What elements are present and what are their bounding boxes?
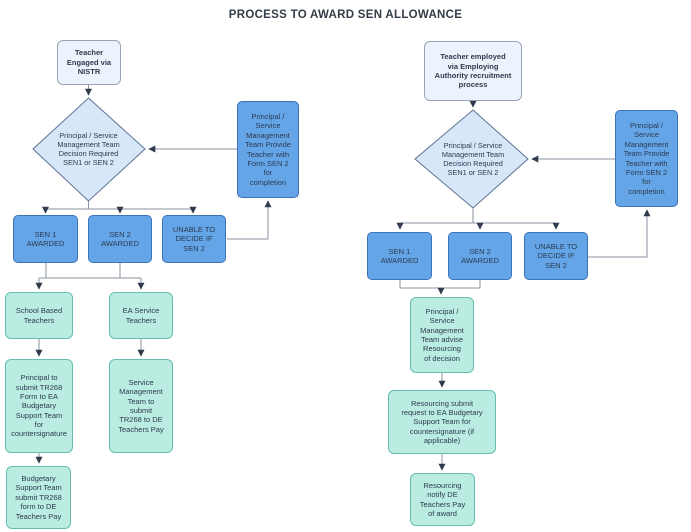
right-sen1-awarded-node: SEN 1 AWARDED: [367, 232, 432, 280]
right-provide-form-node: Principal / Service Management Team Prov…: [615, 110, 678, 207]
left-smt-submit-node: Service Management Team to submit TR268 …: [109, 359, 173, 453]
right-advise-resourcing-node: Principal / Service Management Team advi…: [410, 297, 474, 373]
left-school-based-node: School Based Teachers: [5, 292, 73, 339]
right-unable-to-provide-arrow: [588, 209, 651, 258]
left-sen2-awarded-node: SEN 2 AWARDED: [88, 215, 152, 263]
left-unable-to-provide-arrow: [227, 200, 272, 240]
left-unable-to-decide-node: UNABLE TO DECIDE IF SEN 2: [162, 215, 226, 263]
left-provide-form-node: Principal / Service Management Team Prov…: [237, 101, 299, 198]
left-principal-submit-node: Principal to submit TR268 Form to EA Bud…: [5, 359, 73, 453]
right-unable-to-decide-node: UNABLE TO DECIDE IF SEN 2: [524, 232, 588, 280]
left-sen1-awarded-node: SEN 1 AWARDED: [13, 215, 78, 263]
left-decision-node: Principal / Service Management Team Deci…: [57, 130, 120, 168]
page-title: PROCESS TO AWARD SEN ALLOWANCE: [228, 9, 463, 21]
left-start-node: Teacher Engaged via NISTR: [57, 40, 121, 85]
right-sen2-awarded-node: SEN 2 AWARDED: [448, 232, 512, 280]
left-ea-service-node: EA Service Teachers: [109, 292, 173, 339]
right-merge-line: [399, 280, 481, 289]
left-decision-branch-line: [45, 201, 193, 210]
left-merge-line: [39, 263, 141, 279]
right-start-node: Teacher employed via Employing Authority…: [424, 41, 522, 101]
left-budgetary-submit-node: Budgetary Support Team submit TR268 form…: [6, 466, 71, 529]
right-resourcing-submit-node: Resourcing submit request to EA Budgetar…: [388, 390, 496, 454]
right-decision-node: Principal / Service Management Team Deci…: [441, 140, 505, 178]
right-resourcing-notify-node: Resourcing notify DE Teachers Pay of awa…: [410, 473, 475, 526]
right-decision-branch-line: [400, 208, 556, 224]
